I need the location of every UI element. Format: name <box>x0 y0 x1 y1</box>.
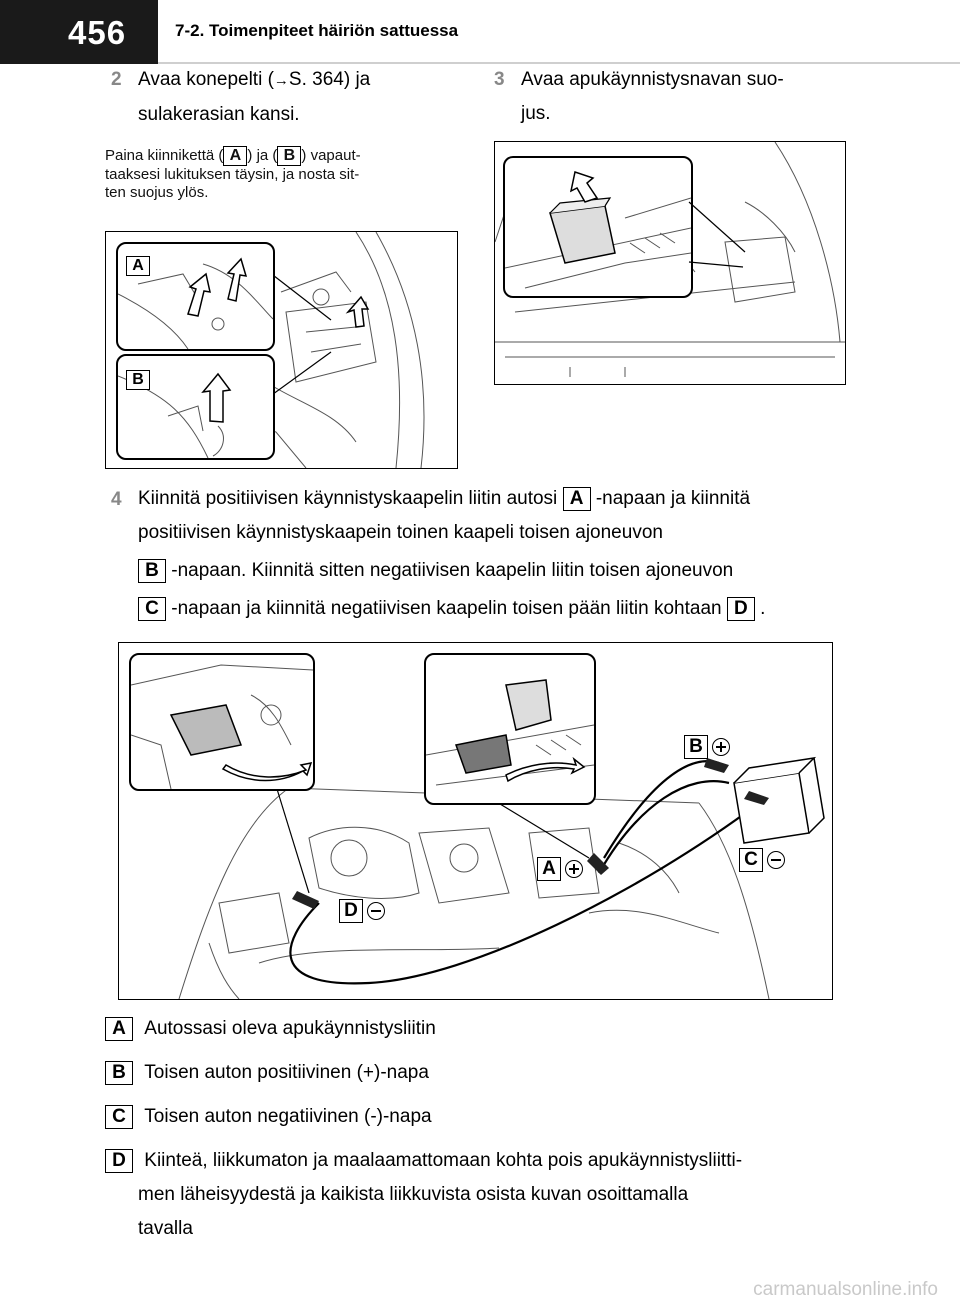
step-2-text-ref[interactable]: S. 364) ja <box>288 69 371 90</box>
legend-text-d-2: men läheisyydestä ja kaikista liikkuvist… <box>138 1184 689 1205</box>
label-box-a: A <box>223 146 248 166</box>
figure-label-c: C <box>739 848 763 872</box>
legend: A Autossasi oleva apukäynnistysliitin B … <box>105 1012 845 1246</box>
detail-callout-cover <box>503 156 693 298</box>
step-3-text-a: Avaa apukäynnistysnavan suo- <box>521 69 784 90</box>
callout-d-ground: D <box>339 899 386 923</box>
minus-icon <box>367 902 386 920</box>
figure-label-a: A <box>537 857 561 881</box>
step-2-note: Paina kiinnikettä (A) ja (B) vapaut- taa… <box>105 146 455 202</box>
engine-bay-illustration <box>178 756 825 999</box>
step-4-text-d: -napaan ja kiinnitä negatiivisen kaapeli… <box>171 598 722 619</box>
step-4-line-1: Kiinnitä positiivisen käynnistyskaapelin… <box>138 482 858 516</box>
inline-label-a: A <box>562 486 591 511</box>
inline-label-d: D <box>726 596 755 621</box>
detail-callout-b: B <box>116 354 275 460</box>
step-4-text-end: . <box>760 598 766 619</box>
legend-item-c: C Toisen auton negatiivinen (-)-napa <box>105 1100 845 1144</box>
section-title: 7-2. Toimenpiteet häiriön sattuessa <box>175 21 459 40</box>
step-3-number: 3 <box>494 69 505 90</box>
label-box-b: B <box>277 146 302 166</box>
legend-text-a: Autossasi oleva apukäynnistysliitin <box>144 1018 436 1039</box>
plus-icon <box>712 738 731 756</box>
figure-jump-cable-connection: B C A D <box>118 642 833 1000</box>
plus-icon <box>565 860 584 878</box>
step-4-text-b: -napaan ja kiinnitä <box>595 488 751 509</box>
minus-icon <box>767 851 786 869</box>
legend-text-b: Toisen auton positiivinen (+)-napa <box>144 1062 429 1083</box>
fuse-box-illustration <box>225 232 425 468</box>
legend-item-d: D Kiinteä, liikkumaton ja maalaamattomaa… <box>105 1144 845 1246</box>
figure-label-d: D <box>339 899 363 923</box>
callout-label-a: A <box>126 256 150 276</box>
callout-leader-line <box>688 201 746 268</box>
legend-label-b: B <box>105 1060 133 1085</box>
step-2-text: Avaa konepelti (→S. 364) ja sulakerasian… <box>138 63 370 132</box>
legend-text-d-3: tavalla <box>138 1218 193 1239</box>
step-4-text: Kiinnitä positiivisen käynnistyskaapelin… <box>138 482 858 626</box>
cover-open-detail-center <box>426 679 594 786</box>
note-text-2: ) ja ( <box>247 146 278 164</box>
note-text-3: ) vapaut- <box>301 146 361 164</box>
detail-callout-left <box>129 653 315 791</box>
legend-item-b: B Toisen auton positiivinen (+)-napa <box>105 1056 845 1100</box>
step-3-text: Avaa apukäynnistysnavan suo- jus. <box>521 63 784 131</box>
callout-label-b: B <box>126 370 150 390</box>
inline-label-c: C <box>138 596 166 621</box>
step-4-text-a: Kiinnitä positiivisen käynnistyskaapelin… <box>138 488 558 509</box>
step-4-line-3: B -napaan. Kiinnitä sitten negatiivisen … <box>138 554 858 588</box>
clip-a-detail <box>118 257 273 349</box>
legend-text-d-1: Kiinteä, liikkumaton ja maalaamattomaan … <box>144 1150 743 1171</box>
legend-label-d: D <box>105 1148 133 1173</box>
figure-jump-start-cover <box>494 141 846 385</box>
note-text-4: taaksesi lukituksen täysin, ja nosta sit… <box>105 166 360 183</box>
step-3-text-b: jus. <box>521 103 551 124</box>
page-number: 456 <box>68 14 127 51</box>
footer-watermark: carmanualsonline.info <box>753 1279 938 1300</box>
step-4-text-c: -napaan. Kiinnitä sitten negatiivisen ka… <box>171 560 734 581</box>
legend-text-c: Toisen auton negatiivinen (-)-napa <box>144 1106 432 1127</box>
figure-fuse-box-cover: A B <box>105 231 458 469</box>
detail-callout-center <box>424 653 596 805</box>
callout-a-positive: A <box>537 857 584 881</box>
step-2-number: 2 <box>111 69 122 90</box>
figure-label-b: B <box>684 735 708 759</box>
legend-label-c: C <box>105 1104 133 1129</box>
note-text-1: Paina kiinnikettä ( <box>105 146 224 164</box>
step-2-text-a: Avaa konepelti ( <box>138 69 274 90</box>
reference-arrow-icon: → <box>273 72 289 89</box>
legend-label-a: A <box>105 1016 133 1041</box>
callout-b-positive: B <box>684 735 731 759</box>
step-2-text-b: sulakerasian kansi. <box>138 104 300 125</box>
step-4-line-4: C -napaan ja kiinnitä negatiivisen kaape… <box>138 592 858 626</box>
cover-open-detail-left <box>131 664 313 789</box>
clip-b-detail <box>118 372 232 458</box>
detail-callout-a: A <box>116 242 275 351</box>
page-number-tab <box>0 0 158 64</box>
step-4-line-2: positiivisen käynnistyskaapein toinen ka… <box>138 522 663 543</box>
callout-c-negative: C <box>739 848 786 872</box>
legend-item-a: A Autossasi oleva apukäynnistysliitin <box>105 1012 845 1056</box>
inline-label-b: B <box>138 558 166 583</box>
header-divider <box>158 62 960 64</box>
note-text-5: ten suojus ylös. <box>105 184 209 201</box>
cover-lift-detail <box>505 171 691 289</box>
step-4-number: 4 <box>111 489 122 510</box>
